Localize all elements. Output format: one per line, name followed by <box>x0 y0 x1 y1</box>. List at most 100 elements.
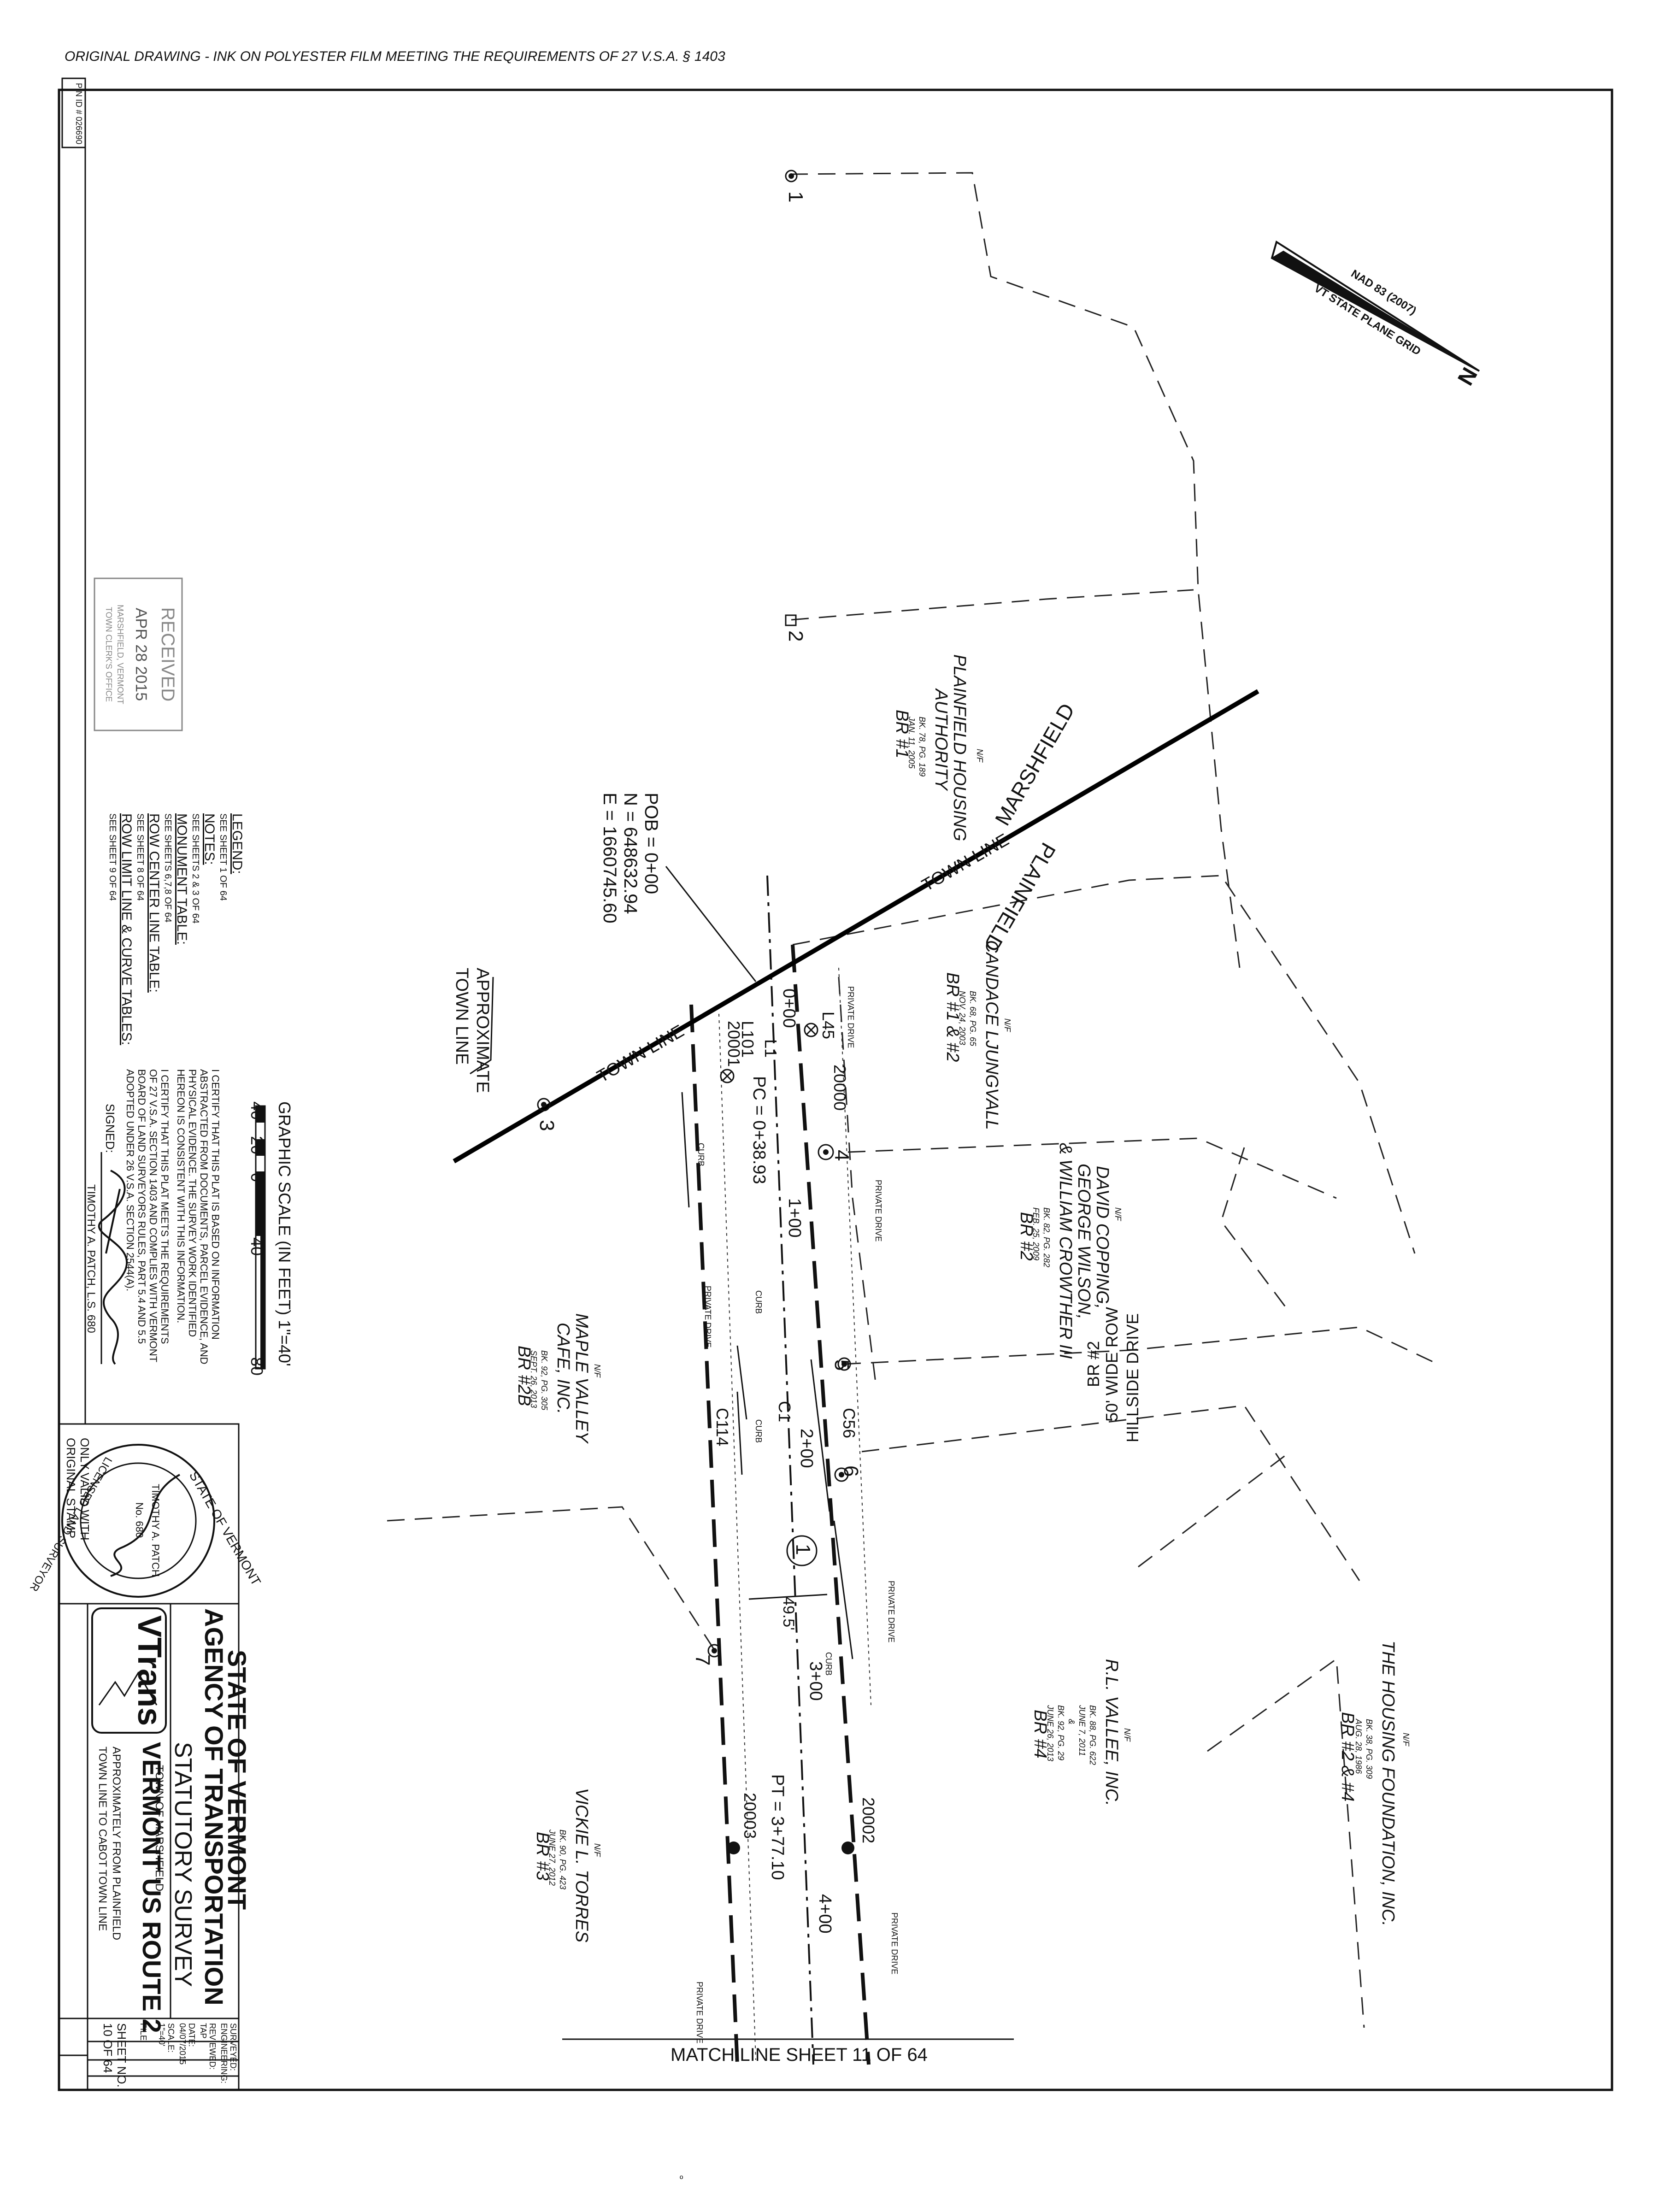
svg-text:JUNE 26, 2013: JUNE 26, 2013 <box>1046 1705 1055 1761</box>
svg-text:BK. 92, PG. 305: BK. 92, PG. 305 <box>540 1350 549 1411</box>
svg-text:N/F: N/F <box>1113 1207 1123 1221</box>
svg-text:1"=40': 1"=40' <box>157 2023 166 2046</box>
town-marshfield: MARSHFIELD <box>990 699 1079 830</box>
title-block: VTrans STATE OF VERMONT AGENCY OF TRANSP… <box>58 1423 252 2091</box>
parcel-vallee: N/F R.L. VALLEE, INC. BK. 88, PG. 622 JU… <box>1030 1659 1132 1806</box>
certification-block: I CERTIFY THAT THIS PLAT IS BASED ON INF… <box>85 1069 221 1365</box>
svg-text:BR #4: BR #4 <box>1030 1710 1050 1759</box>
svg-text:APR 28 2015: APR 28 2015 <box>132 608 150 701</box>
svg-text:N/F: N/F <box>1003 1018 1012 1032</box>
svg-text:BR #2: BR #2 <box>1017 1212 1036 1261</box>
svg-text:ONLY VALID WITH: ONLY VALID WITH <box>78 1438 92 1541</box>
svg-text:VTrans: VTrans <box>131 1615 168 1726</box>
svg-text:TIMOTHY A. PATCH, L.S. 680: TIMOTHY A. PATCH, L.S. 680 <box>85 1184 97 1333</box>
svg-text:TAP: TAP <box>199 2023 208 2039</box>
right-of-way <box>681 875 871 2065</box>
survey-points: 1 2 3 4 5 6 7 <box>535 170 862 1665</box>
svg-text:CURB: CURB <box>696 1143 706 1166</box>
svg-text:3: 3 <box>535 1120 558 1131</box>
svg-text:SIGNED:: SIGNED: <box>103 1104 117 1153</box>
parcel-ljungvall: N/F CANDACE LJUNGVALL BK. 68, PG. 65 NOV… <box>943 940 1012 1130</box>
svg-text:CURB: CURB <box>824 1652 833 1676</box>
svg-text:3+00: 3+00 <box>806 1661 825 1701</box>
survey-point-4: 4 <box>818 1144 853 1161</box>
survey-point-1: 1 <box>784 170 807 202</box>
svg-text:TOWN LINE: TOWN LINE <box>452 968 471 1065</box>
svg-text:BK. 92, PG. 29: BK. 92, PG. 29 <box>1056 1705 1065 1760</box>
svg-text:20003: 20003 <box>741 1793 759 1839</box>
svg-text:40: 40 <box>247 1237 266 1256</box>
svg-text:SEE SHEET 1 OF 64: SEE SHEET 1 OF 64 <box>218 813 228 901</box>
svg-text:C114: C114 <box>713 1408 732 1446</box>
side-tab: PIN ID # 026690 <box>61 77 86 148</box>
town-line: MARSHFIELD PLAINFIELD TOWN LINE TOWN LIN… <box>452 689 1259 1164</box>
svg-text:TOWN LINE: TOWN LINE <box>594 1021 688 1087</box>
svg-text:STATE OF VERMONT: STATE OF VERMONT <box>187 1469 264 1588</box>
title-agency: AGENCY OF TRANSPORTATION <box>200 1608 229 2006</box>
svg-text:BK. 82, PG. 282: BK. 82, PG. 282 <box>1042 1207 1051 1267</box>
legend-block: LEGEND: SEE SHEET 1 OF 64 NOTES: SEE SHE… <box>107 813 245 1045</box>
svg-text:PRIVATE DRIVE: PRIVATE DRIVE <box>890 1912 899 1974</box>
svg-text:0+00: 0+00 <box>779 988 799 1028</box>
svg-text:& WILLIAM CROWTHER III: & WILLIAM CROWTHER III <box>1056 1143 1075 1359</box>
svg-text:1: 1 <box>784 191 807 202</box>
svg-text:SEE SHEETS 2 & 3 OF 64: SEE SHEETS 2 & 3 OF 64 <box>190 813 200 924</box>
svg-text:L1: L1 <box>761 1039 780 1058</box>
surveyor-signature <box>98 1170 128 1365</box>
svg-text:ABSTRACTED FROM DOCUMENTS, PAR: ABSTRACTED FROM DOCUMENTS, PARCEL EVIDEN… <box>198 1069 210 1365</box>
svg-text:C56: C56 <box>840 1408 859 1438</box>
svg-text:SCALE:: SCALE: <box>166 2023 176 2053</box>
survey-point-2: 2 <box>784 614 807 641</box>
north-grid: VT STATE PLANE GRID <box>1312 282 1423 358</box>
svg-text:CURB: CURB <box>754 1419 763 1443</box>
station-labels: 0+00 1+00 2+00 3+00 4+00 PC = 0+38.93 PT… <box>695 986 899 2043</box>
graphic-scale: GRAPHIC SCALE (IN FEET) 1"=40' 40 20 0 4… <box>247 1101 294 1376</box>
svg-text:R.L. VALLEE, INC.: R.L. VALLEE, INC. <box>1102 1659 1121 1806</box>
svg-text:AUTHORITY: AUTHORITY <box>931 688 951 791</box>
svg-text:20001: 20001 <box>724 1021 743 1067</box>
svg-text:CANDACE LJUNGVALL: CANDACE LJUNGVALL <box>982 940 1001 1130</box>
surveyor-seal: STATE OF VERMONT TIMOTHY A. PATCH No. 68… <box>27 1438 264 1598</box>
svg-text:C1: C1 <box>775 1401 794 1422</box>
svg-text:DAVID COPPING,: DAVID COPPING, <box>1093 1166 1112 1309</box>
svg-text:SEPT. 26, 2013: SEPT. 26, 2013 <box>529 1350 538 1408</box>
svg-text:L101: L101 <box>738 1021 757 1058</box>
svg-text:AUG. 28, 1986: AUG. 28, 1986 <box>1354 1718 1363 1774</box>
svg-text:GRAPHIC SCALE (IN FEET) 1": GRAPHIC SCALE (IN FEET) 1"=40' <box>275 1101 294 1366</box>
svg-text:FEB. 25, 2009: FEB. 25, 2009 <box>1031 1207 1041 1260</box>
svg-text:ROW LIMIT LINE & CURVE TABLES:: ROW LIMIT LINE & CURVE TABLES: <box>119 813 134 1045</box>
svg-text:SEE SHEETS 6,7,8 OF 64: SEE SHEETS 6,7,8 OF 64 <box>163 813 173 923</box>
svg-text:DATE:: DATE: <box>187 2023 196 2047</box>
sheet-number: 10 OF 64 <box>101 2023 115 2073</box>
svg-text:20000: 20000 <box>830 1065 849 1111</box>
svg-text:ROW CENTER LINE TABLE:: ROW CENTER LINE TABLE: <box>147 813 162 993</box>
svg-text:BOARD OF LAND SURVEYORS RULES,: BOARD OF LAND SURVEYORS RULES, PART 5.4 … <box>136 1069 147 1344</box>
svg-text:PHYSICAL EVIDENCE. THE SURVEY: PHYSICAL EVIDENCE. THE SURVEY WORK IDENT… <box>187 1069 198 1337</box>
svg-text:JAN. 11, 2005: JAN. 11, 2005 <box>907 716 916 769</box>
svg-text:TOWN LINE TO CABOT TOWN LINE: TOWN LINE TO CABOT TOWN LINE <box>96 1747 109 1931</box>
svg-text:0: 0 <box>247 1173 266 1182</box>
svg-text:80: 80 <box>247 1357 266 1376</box>
svg-text:JUNE 27, 2012: JUNE 27, 2012 <box>547 1829 557 1886</box>
parcel-maple-valley: N/F MAPLE VALLEY CAFE, INC. BK. 92, PG. … <box>514 1313 602 1444</box>
title-survey: STATUTORY SURVEY <box>170 1742 196 1987</box>
svg-text:I CERTIFY THAT THIS PLAT IS BA: I CERTIFY THAT THIS PLAT IS BASED ON INF… <box>210 1069 221 1340</box>
svg-text:SHEET NO.: SHEET NO. <box>115 2023 129 2088</box>
svg-text:TOWN OF MARSHFIELD: TOWN OF MARSHFIELD <box>153 1765 165 1891</box>
svg-text:N/F: N/F <box>1123 1728 1132 1742</box>
svg-text:THE HOUSING FOUNDATION, INC.: THE HOUSING FOUNDATION, INC. <box>1378 1641 1398 1926</box>
north-letter: N <box>1453 364 1483 390</box>
svg-text:VICKIE L. TORRES: VICKIE L. TORRES <box>572 1788 591 1942</box>
svg-text:ORIGINAL STAMP: ORIGINAL STAMP <box>64 1438 78 1538</box>
vtrans-logo: VTrans <box>91 1607 168 1734</box>
svg-text:PC = 0+38.93: PC = 0+38.93 <box>749 1076 769 1184</box>
approx-town-line: APPROXIMATE <box>473 968 492 1093</box>
svg-text:BK. 38, PG. 309: BK. 38, PG. 309 <box>1365 1719 1374 1779</box>
parcel-copping: N/F DAVID COPPING, GEORGE WILSON, & WILL… <box>1017 1143 1123 1359</box>
svg-text:2+00: 2+00 <box>797 1429 816 1468</box>
svg-text:N/F: N/F <box>593 1843 602 1857</box>
svg-text:50' WIDE ROW: 50' WIDE ROW <box>1102 1307 1121 1422</box>
sheet-border <box>58 88 1613 2091</box>
svg-text:PRIVATE DRIVE: PRIVATE DRIVE <box>846 986 855 1048</box>
svg-text:SURVEYED:: SURVEYED: <box>229 2023 238 2071</box>
